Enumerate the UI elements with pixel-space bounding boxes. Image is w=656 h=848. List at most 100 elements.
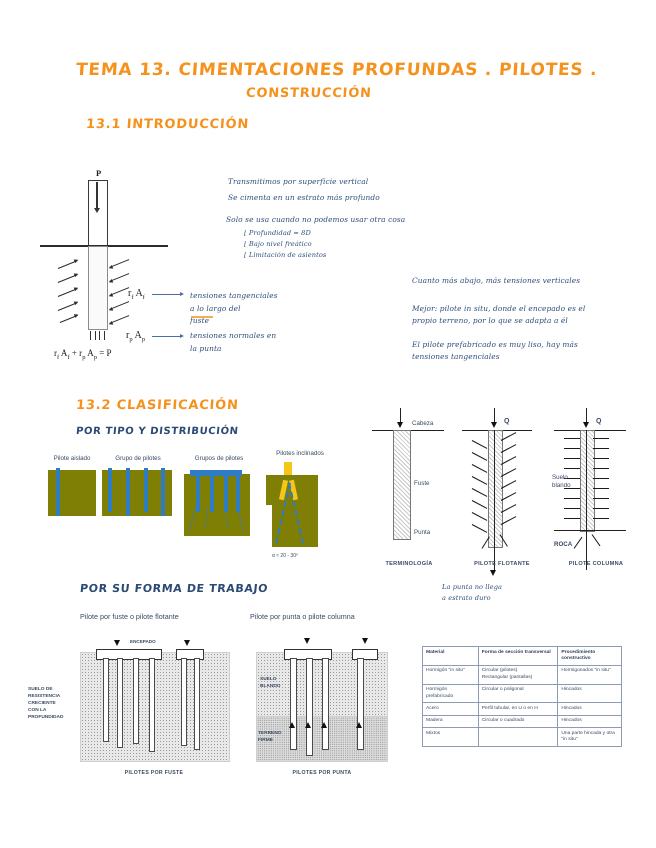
note-right-3: propio terreno, por lo que se adapta a é… [412,316,568,325]
cell-seccion: Perfil tubular, en U o en H [477,702,559,716]
header-procedimiento: Procedimiento constructivo [557,646,622,666]
soil-label-left: SUELO DE RESISTENCIA CRECIENTE CON LA PR… [28,687,64,720]
label-cabeza: Cabeza [412,420,434,427]
cell-material: Madera [422,714,479,729]
cell-material: Hormigón prefabricado [422,683,479,704]
figure-single-pile: P rf Af rp Ap rf Af + rp Ap [30,166,215,366]
section-2-sub-a: POR TIPO Y DISTRIBUCIÓN [75,426,240,437]
diagram-pilote-columna: Q Suelo blando ROCA PILOTE COLUMNA [552,408,642,570]
figure-pilotes-por-fuste: ENCEPADO SUELO DE RESISTENCIA CRECIENTE … [26,638,231,783]
pile-shaft-embedded [88,246,108,330]
friction-arrow [109,315,130,324]
annotation-tip-stress: tensiones normales en la punta [190,331,277,353]
label-roca: ROCA [554,541,573,548]
load-arrow-head [94,208,100,213]
load-label-columna: Q [596,418,602,425]
label-punta: Punta [414,529,431,536]
caption-pilotes-por-punta: PILOTES POR PUNTA [292,770,352,776]
friction-arrow [57,288,78,298]
note-bullet-1: ⌊ Profundidad ≈ 8D [244,229,311,237]
bullet-text: Profundidad ≈ 8D [248,229,311,237]
soil-block-2 [102,470,172,516]
cell-seccion: Circular o cuadrado [477,714,559,729]
note-right-1: Cuanto más abajo, más tensiones vertical… [412,276,581,285]
inclined-head [284,462,292,484]
work-right-title: Pilote por punta o pilote columna [250,612,355,621]
table-row: Hormigón "in situ" Circular (pilotes) Re… [422,664,622,685]
tip-resistance-label: rp Ap [126,330,146,343]
cell-procedimiento: Una parte hincada y otra "in situ" [557,727,622,748]
section-2-heading: 13.2 CLASIFICACIÓN [75,398,240,413]
cell-seccion [477,727,559,748]
friction-arrow [57,274,78,284]
caption-pilotes-por-fuste: PILOTES POR FUSTE [124,770,184,776]
table-row: Acero Perfil tubular, en U o en H Hincad… [422,702,622,716]
diagram-terminologia: Cabeza Fuste Punta TERMINOLOGÍA [368,408,448,568]
pile-cap-3 [190,470,242,476]
load-arrow-line [96,182,98,210]
soil-label-right-bottom: TERRENO FIRME [258,731,282,743]
tip-arrow [103,331,105,340]
table-header-row: Material Forma de sección transversal Pr… [422,646,622,666]
cell-material: Mixtos [422,727,479,748]
type-caption-1: Grupo de pilotes [115,455,161,462]
pile-1 [56,468,60,516]
note-bullet-3: ⌊ Limitación de asientos [244,251,327,259]
friction-arrow [57,260,78,270]
pile-3b [210,474,214,512]
cell-procedimiento: Hincados [557,683,622,704]
pile-shaft-above [88,180,108,248]
bullet-text: Bajo nivel freático [248,240,312,248]
annotation-underline [191,316,213,318]
encepado-label: ENCEPADO [130,639,156,644]
tip-leader-arrow [180,333,184,338]
pile-load-label: P [96,168,102,178]
label-suelo-blando: Suelo blando [552,474,571,489]
note-right-2: Mejor: pilote in situ, donde el encepado… [412,304,586,313]
tip-arrow [94,331,96,340]
note-bullet-2: ⌊ Bajo nivel freático [244,240,312,248]
pile-2d [161,468,165,516]
caption-pilote-flotante: PILOTE FLOTANTE [474,561,530,567]
friction-arrow [109,301,130,310]
friction-arrow [109,273,130,282]
tip-arrow [90,331,92,340]
type-caption-0: Pilote aislado [53,455,91,462]
materials-table: Material Forma de sección transversal Pr… [422,646,622,748]
soil-block-3 [184,474,250,536]
note-right-5: tensiones tangenciales [412,352,500,361]
note-line-3: Solo se usa cuando no podemos usar otra … [226,215,406,224]
table-row: Hormigón prefabricado Circular o poligon… [422,683,622,704]
shaft-leader-line [152,294,180,295]
ground-line [40,245,168,247]
friction-arrow [57,302,78,312]
table-row: Madera Circular o cuadrado Hincados [422,714,622,729]
work-left-title: Pilote por fuste o pilote flotante [80,612,179,621]
pile-equation: rf Af + rp Ap = P [54,348,112,361]
soil-label-right-top: SUELO BLANDO [260,677,281,689]
floating-note-arrow [490,570,496,576]
cell-material: Hormigón "in situ" [422,664,479,685]
cell-seccion: Circular o poligonal [477,683,559,704]
note-line-1: Transmitimos por superficie vertical [228,177,369,186]
cell-material: Acero [422,702,479,716]
caption-pilote-columna: PILOTE COLUMNA [568,561,624,567]
type-caption-3: Pilotes inclinados [276,450,324,457]
cell-procedimiento: Hincados [557,714,622,729]
shaft-leader-arrow [180,291,184,296]
cell-seccion: Circular (pilotes) Rectangular (pantalla… [477,664,559,685]
cell-procedimiento: Hormigonados "in situ" [557,664,622,685]
header-material: Material [422,646,479,666]
page-title: TEMA 13. CIMENTACIONES PROFUNDAS . PILOT… [75,60,599,80]
caption-terminologia: TERMINOLOGÍA [385,561,433,567]
shaft-resistance-label: rf Af [128,288,145,301]
pile-3c [224,474,228,512]
page-title-line2: CONSTRUCCIÓN [245,86,373,101]
pile-3d [236,474,240,512]
diagram-pilote-flotante: Q PILOTE FLOTANTE [462,408,542,570]
friction-arrow [109,287,130,296]
figure-pilotes-por-punta: SUELO BLANDO TERRENO FIRME PILOTES POR P… [244,638,424,783]
friction-arrow [109,259,130,268]
pile-2a [108,468,112,512]
